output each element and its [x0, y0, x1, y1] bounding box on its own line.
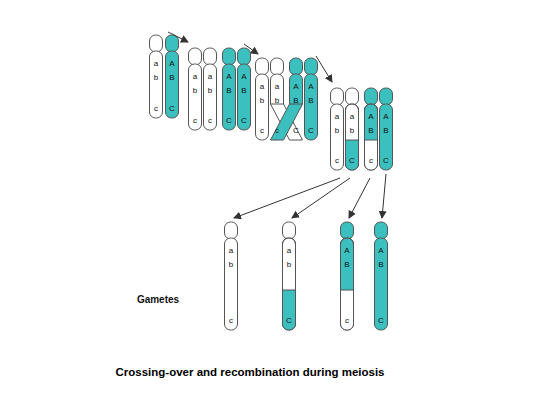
gene-label: B — [241, 86, 246, 95]
gene-label: c — [229, 316, 233, 325]
gene-label: a — [350, 112, 354, 121]
stage-label: Gametes — [137, 294, 179, 305]
gene-label: C — [383, 156, 389, 165]
gene-label: B — [368, 126, 373, 135]
gene-label: A — [241, 72, 246, 81]
gene-label: c — [260, 126, 264, 135]
gene-label: b — [260, 96, 264, 105]
gene-label: B — [383, 126, 388, 135]
gene-label: B — [308, 96, 313, 105]
gene-label: A — [378, 246, 383, 255]
gene-label: a — [335, 112, 339, 121]
gene-label: a — [229, 246, 233, 255]
gene-label: c — [193, 116, 197, 125]
gene-label: b — [154, 73, 158, 82]
gene-label: b — [275, 96, 279, 105]
gene-label: C — [241, 116, 247, 125]
gene-label: A — [293, 82, 298, 91]
gene-label: A — [169, 59, 174, 68]
gene-label: b — [193, 86, 197, 95]
gene-label: a — [208, 72, 212, 81]
gene-label: a — [275, 82, 279, 91]
gene-label: c — [208, 116, 212, 125]
gene-label: c — [275, 126, 279, 135]
gene-label: B — [169, 73, 174, 82]
gene-label: A — [226, 72, 231, 81]
gene-label: b — [335, 126, 339, 135]
gene-label: C — [349, 156, 355, 165]
gene-label: C — [226, 116, 232, 125]
gene-label: C — [378, 316, 384, 325]
gene-label: C — [286, 316, 292, 325]
gene-label: C — [293, 126, 299, 135]
gene-label: c — [369, 156, 373, 165]
gene-label: A — [383, 112, 388, 121]
gene-label: a — [193, 72, 197, 81]
gene-label: c — [345, 316, 349, 325]
gene-label: b — [350, 126, 354, 135]
gene-label: C — [169, 104, 175, 113]
gene-label: A — [368, 112, 373, 121]
gene-label: B — [344, 260, 349, 269]
gene-label: a — [154, 59, 158, 68]
gene-label: a — [260, 82, 264, 91]
gene-label: B — [226, 86, 231, 95]
gene-label: c — [154, 104, 158, 113]
gene-label: b — [208, 86, 212, 95]
gene-label: C — [308, 126, 314, 135]
gene-label: a — [287, 246, 291, 255]
gene-label: A — [308, 82, 313, 91]
gene-label: b — [229, 260, 233, 269]
gene-label: B — [378, 260, 383, 269]
figure-caption: Crossing-over and recombination during m… — [0, 366, 500, 378]
gene-label: c — [335, 156, 339, 165]
gene-label: A — [344, 246, 349, 255]
gene-label: B — [293, 96, 298, 105]
gene-label: b — [287, 260, 291, 269]
